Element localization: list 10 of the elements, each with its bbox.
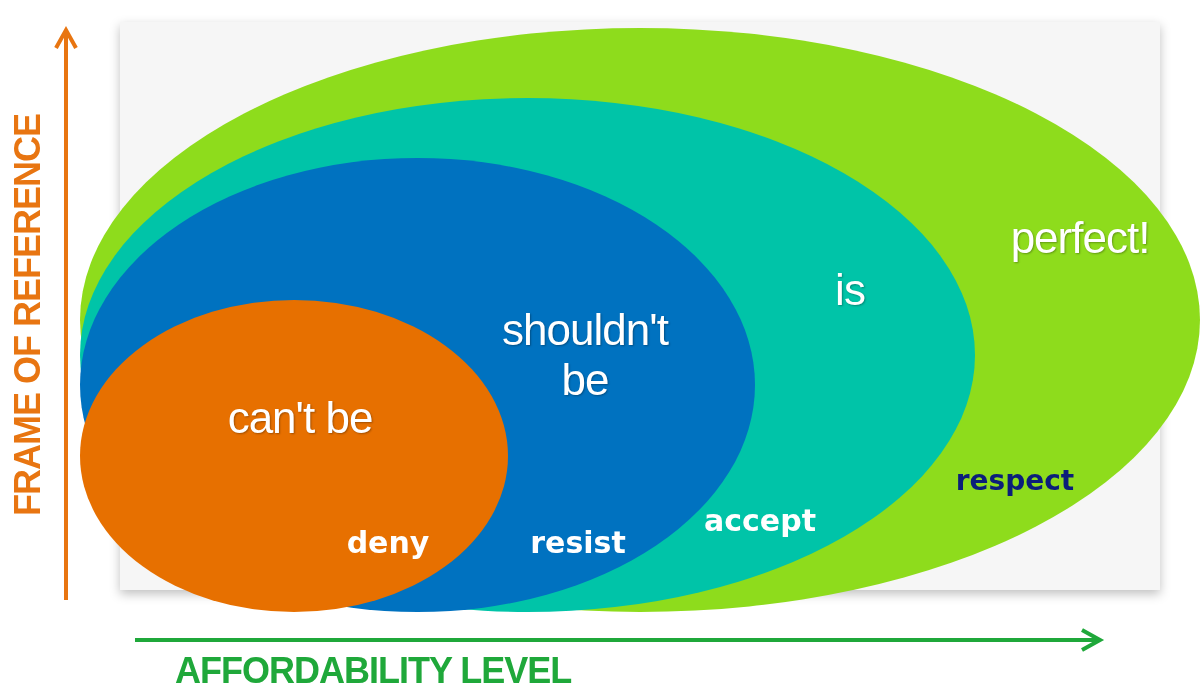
axis-title: FRAME OF REFERENCE [7,114,49,516]
axis-title: AFFORDABILITY LEVEL [175,650,572,692]
region-keyword: resist [530,524,626,560]
region-heading: is [834,265,866,315]
region-keyword: accept [704,502,816,538]
region-keyword: respect [955,463,1075,497]
region-heading: shouldn't be [501,305,670,405]
region-heading: can't be [226,393,374,443]
region-heading: perfect! [1009,213,1151,263]
region-keyword: deny [346,524,430,560]
